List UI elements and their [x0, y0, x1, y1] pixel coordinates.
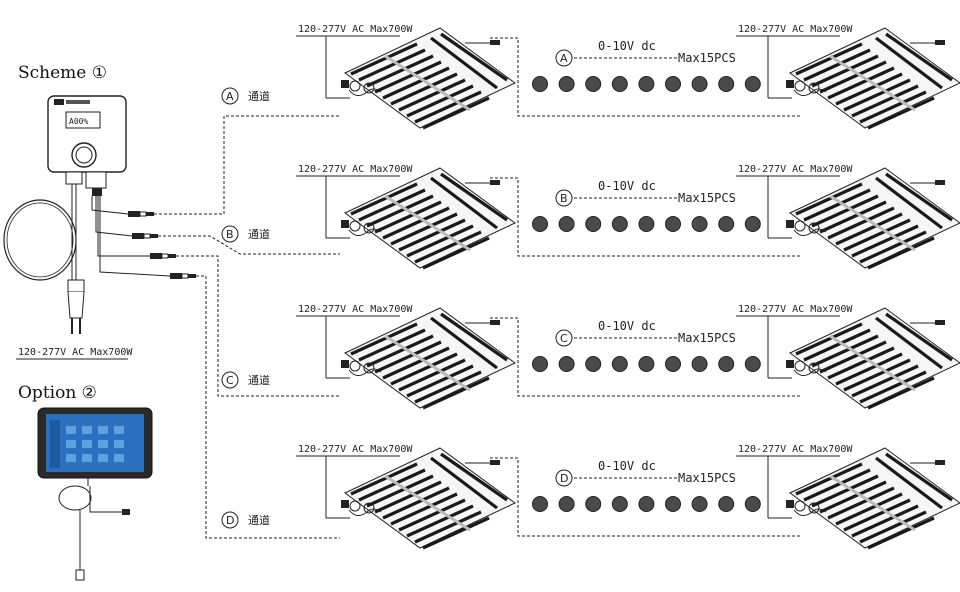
fixture-count-dot — [718, 216, 735, 232]
option-title: Option ② — [18, 383, 97, 403]
channel-letter-circle — [221, 87, 239, 105]
fixture-count-dot — [744, 356, 761, 372]
scheme-title: Scheme ① — [18, 63, 107, 83]
fixture-count-dot — [665, 76, 681, 92]
max-fixtures-label: Max15PCS — [678, 51, 736, 65]
channel-row-b: B 通道 120-277V AC Max700W 120-277V AC Max700… — [221, 164, 960, 270]
fixture-count-dot — [744, 76, 761, 92]
led-grow-light-icon — [784, 26, 960, 130]
fixture-count-dot — [611, 76, 628, 92]
signal-letter: D — [560, 472, 568, 485]
fixture-count-dot — [532, 356, 548, 372]
max-fixtures-label: Max15PCS — [678, 191, 736, 205]
fixture-count-dot — [691, 76, 708, 92]
led-grow-light-icon — [784, 306, 960, 410]
fixture-count-dot — [611, 496, 628, 512]
channel-row-c: C 通道 120-277V AC Max700W 120-277V AC Max700… — [221, 304, 960, 410]
power-spec-label: 120-277V AC Max700W — [18, 347, 133, 358]
signal-letter-circle — [555, 189, 573, 207]
channel-letter: A — [226, 90, 234, 103]
fixture-count-dot — [558, 216, 575, 232]
fixture-count-dot — [638, 216, 655, 232]
channel-label: 通道 — [248, 373, 270, 387]
channel-letter: C — [226, 374, 234, 387]
svg-text:A00%: A00% — [69, 117, 88, 126]
fixture-count-dot — [744, 216, 761, 232]
right-fixture-spec: 120-277V AC Max700W — [738, 164, 853, 175]
left-fixture-spec: 120-277V AC Max700W — [298, 304, 413, 315]
right-fixture-spec: 120-277V AC Max700W — [738, 444, 853, 455]
fixture-count-dot — [691, 356, 708, 372]
left-fixture-spec: 120-277V AC Max700W — [298, 444, 413, 455]
fixture-count-dot — [558, 496, 575, 512]
right-fixture-spec: 120-277V AC Max700W — [738, 24, 853, 35]
fixture-count-dot — [611, 216, 628, 232]
channel-letter-circle — [221, 225, 239, 243]
fixture-count-dot — [558, 356, 575, 372]
fixture-count-dot — [532, 216, 548, 232]
right-fixture-spec: 120-277V AC Max700W — [738, 304, 853, 315]
channel-row-d: D 通道 120-277V AC Max700W 120-277V AC Max700… — [221, 444, 960, 550]
led-grow-light-icon — [784, 166, 960, 270]
fixture-count-dot — [638, 356, 655, 372]
fixture-count-dot — [532, 496, 548, 512]
signal-letter: A — [560, 52, 568, 65]
signal-label: 0-10V dc — [598, 39, 656, 53]
fixture-count-dot — [691, 216, 708, 232]
max-fixtures-label: Max15PCS — [678, 331, 736, 345]
fixture-count-dot — [718, 496, 735, 512]
signal-letter-circle — [555, 329, 573, 347]
fixture-count-dot — [638, 496, 655, 512]
controller-cables — [91, 115, 340, 539]
fixture-count-dot — [585, 356, 602, 372]
signal-label: 0-10V dc — [598, 179, 656, 193]
fixture-count-dot — [558, 76, 575, 92]
fixture-count-dot — [638, 76, 655, 92]
led-grow-light-icon — [339, 166, 517, 270]
signal-letter: B — [560, 192, 568, 205]
plug-icon — [67, 279, 85, 334]
channel-letter-circle — [221, 511, 239, 529]
fixture-count-dot — [665, 356, 681, 372]
signal-letter-circle — [555, 49, 573, 67]
tablet-icon — [37, 407, 153, 581]
controller-box-icon: A00% — [3, 95, 127, 281]
fixture-count-dot — [718, 356, 735, 372]
fixture-count-dot — [585, 216, 602, 232]
signal-label: 0-10V dc — [598, 459, 656, 473]
fixture-count-dot — [611, 356, 628, 372]
fixture-count-dot — [665, 496, 681, 512]
fixture-count-dot — [585, 76, 602, 92]
fixture-count-dot — [744, 496, 761, 512]
signal-letter: C — [560, 332, 568, 345]
channel-label: 通道 — [248, 513, 270, 527]
led-grow-light-icon — [339, 306, 517, 410]
fixture-count-dot — [585, 496, 602, 512]
fixture-count-dot — [691, 496, 708, 512]
channel-label: 通道 — [248, 227, 270, 241]
left-fixture-spec: 120-277V AC Max700W — [298, 164, 413, 175]
led-grow-light-icon — [339, 446, 517, 550]
fixture-count-dot — [718, 76, 735, 92]
fixture-count-dot — [532, 76, 548, 92]
channel-label: 通道 — [248, 89, 270, 103]
channel-row-a: A 通道 120-277V AC Max700W 120-277V AC Max700… — [221, 24, 960, 130]
channel-letter: D — [226, 514, 234, 527]
fixture-count-dot — [665, 216, 681, 232]
channel-letter: B — [226, 228, 234, 241]
left-fixture-spec: 120-277V AC Max700W — [298, 24, 413, 35]
channel-letter-circle — [221, 371, 239, 389]
signal-letter-circle — [555, 469, 573, 487]
signal-label: 0-10V dc — [598, 319, 656, 333]
max-fixtures-label: Max15PCS — [678, 471, 736, 485]
led-grow-light-icon — [784, 446, 960, 550]
led-grow-light-icon — [339, 26, 517, 130]
